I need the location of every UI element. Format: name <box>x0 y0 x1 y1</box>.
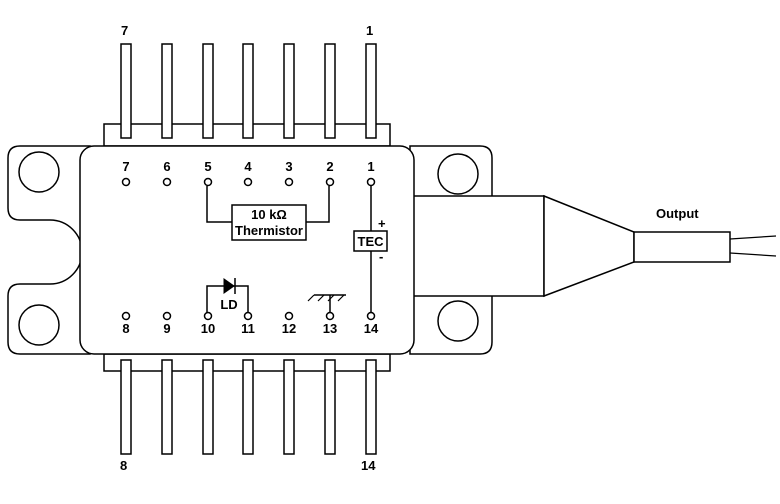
output-label: Output <box>656 206 699 221</box>
top-pin-pad-4 <box>243 177 253 187</box>
internal-bottom-pins: 8 9 10 11 12 13 14 <box>121 311 379 336</box>
tec-box <box>353 230 388 252</box>
fiber-strand-upper <box>729 235 777 240</box>
bottom-lead-11 <box>242 359 254 455</box>
bottom-lead-8 <box>120 359 132 455</box>
bottom-leads <box>120 359 377 455</box>
top-pin-number-6: 6 <box>163 159 170 174</box>
outer-label-top-right: 1 <box>366 23 373 38</box>
top-pin-pad-1 <box>366 177 376 187</box>
tec-minus-sign: - <box>379 249 383 264</box>
bottom-pin-number-13: 13 <box>323 321 337 336</box>
top-pin-number-3: 3 <box>285 159 292 174</box>
internal-top-pins: 7 6 5 4 3 2 1 <box>121 159 376 187</box>
thermistor-value: 10 kΩ <box>251 207 287 222</box>
tec-plus-sign: + <box>378 216 386 231</box>
top-pin-number-2: 2 <box>326 159 333 174</box>
thermistor-wire-right <box>306 186 330 223</box>
top-pin-number-4: 4 <box>244 159 252 174</box>
bottom-lead-13 <box>324 359 336 455</box>
mounting-hole-top-left <box>18 151 60 193</box>
outer-label-top-left: 7 <box>121 23 128 38</box>
bottom-pin-pad-8 <box>121 311 131 321</box>
bottom-pin-pad-9 <box>162 311 172 321</box>
mounting-hole-bottom-left <box>18 304 60 346</box>
top-pin-number-5: 5 <box>204 159 211 174</box>
thermistor-label: Thermistor <box>235 223 303 238</box>
top-leads <box>120 43 377 139</box>
top-lead-4 <box>242 43 254 139</box>
top-pin-pad-7 <box>121 177 131 187</box>
bottom-pin-pad-11 <box>243 311 253 321</box>
top-pin-number-1: 1 <box>367 159 374 174</box>
top-pin-pad-5 <box>203 177 213 187</box>
top-pin-number-7: 7 <box>122 159 129 174</box>
bottom-lead-10 <box>202 359 214 455</box>
top-lead-1 <box>365 43 377 139</box>
bottom-pin-pad-12 <box>284 311 294 321</box>
bottom-pin-pad-14 <box>366 311 376 321</box>
bottom-pin-number-10: 10 <box>201 321 215 336</box>
bottom-pin-pad-13 <box>325 311 335 321</box>
laser-diode-triangle-icon <box>223 278 235 294</box>
top-lead-5 <box>202 43 214 139</box>
case-ground-icon <box>307 294 346 302</box>
top-lead-3 <box>283 43 295 139</box>
outer-label-bottom-right: 14 <box>361 458 376 473</box>
fiber-strand-lower <box>729 252 777 257</box>
bottom-pin-number-9: 9 <box>163 321 170 336</box>
bottom-pin-number-11: 11 <box>241 321 255 336</box>
fiber-jacket <box>633 231 731 263</box>
laser-diode-label: LD <box>220 297 237 312</box>
top-lead-6 <box>161 43 173 139</box>
top-pin-pad-6 <box>162 177 172 187</box>
fiber-boot <box>543 194 635 298</box>
mounting-hole-bottom-right <box>437 300 479 342</box>
top-lead-2 <box>324 43 336 139</box>
thermistor-box <box>231 204 307 241</box>
top-pin-pad-3 <box>284 177 294 187</box>
top-lead-7 <box>120 43 132 139</box>
bottom-lead-14 <box>365 359 377 455</box>
bottom-pin-number-8: 8 <box>122 321 129 336</box>
fiber-ferrule <box>411 195 545 297</box>
bottom-lead-9 <box>161 359 173 455</box>
bottom-lead-12 <box>283 359 295 455</box>
thermistor-wire-left <box>206 186 232 223</box>
top-pin-pad-2 <box>325 177 335 187</box>
tec-label: TEC <box>358 234 385 249</box>
bottom-pin-number-14: 14 <box>364 321 379 336</box>
mounting-hole-top-right <box>437 153 479 195</box>
outer-label-bottom-left: 8 <box>120 458 127 473</box>
bottom-pin-pad-10 <box>203 311 213 321</box>
bottom-pin-number-12: 12 <box>282 321 296 336</box>
